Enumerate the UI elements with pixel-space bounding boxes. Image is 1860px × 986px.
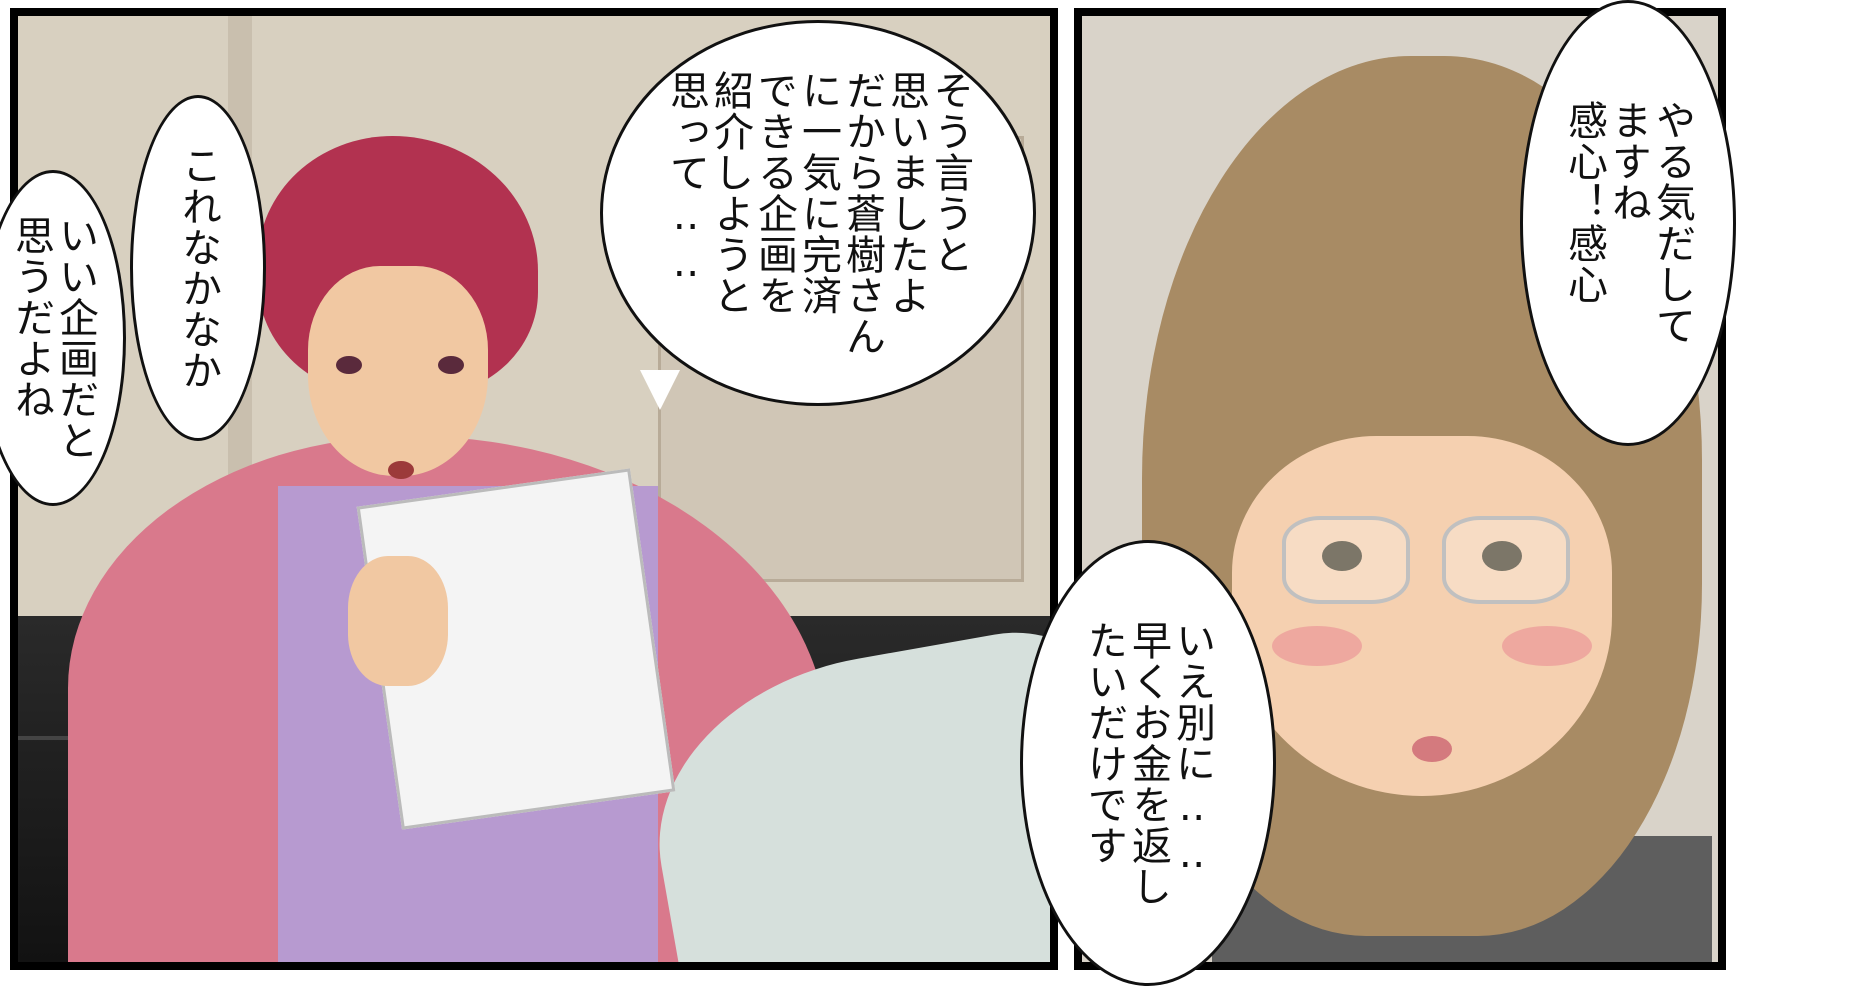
bubble-text: やる気だして ますね 感心！感心 — [1561, 100, 1695, 346]
speech-bubble-5: いえ別に‥‥ 早くお金を返し たいだけです — [1020, 540, 1276, 986]
bubble-text: そう言うと 思いましたよ だから蒼樹さん に一気に完済 できる企画を 紹介しよう… — [663, 69, 973, 357]
right-eye — [1482, 541, 1522, 571]
hand — [348, 556, 448, 686]
right-eye — [438, 356, 464, 374]
speech-bubble-3: いい企画だと 思うだよね — [0, 170, 126, 506]
bubble-text: いえ別に‥‥ 早くお金を返し たいだけです — [1081, 619, 1215, 907]
speech-bubble-2: これなかなか — [130, 95, 266, 441]
speech-bubble-1: そう言うと 思いましたよ だから蒼樹さん に一気に完済 できる企画を 紹介しよう… — [600, 20, 1036, 406]
bubble-tail — [640, 370, 680, 410]
small-mouth — [1412, 736, 1452, 762]
bubble-text: いい企画だと 思うだよね — [8, 215, 98, 461]
young-man-face — [308, 266, 488, 476]
open-mouth — [388, 461, 414, 479]
blush — [1272, 626, 1362, 666]
bubble-text: これなかなか — [175, 145, 221, 391]
blush — [1502, 626, 1592, 666]
left-eye — [336, 356, 362, 374]
speech-bubble-4: やる気だして ますね 感心！感心 — [1520, 0, 1736, 446]
left-eye — [1322, 541, 1362, 571]
woman-face — [1232, 436, 1612, 796]
